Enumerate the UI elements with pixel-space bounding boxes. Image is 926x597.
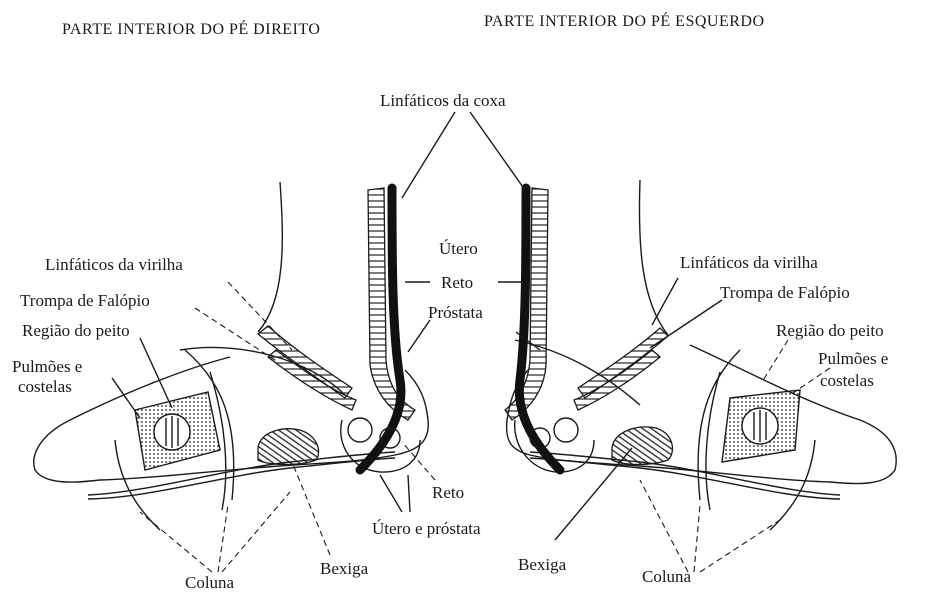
label-left-spine: Coluna — [642, 567, 692, 586]
leader-lines — [112, 112, 830, 572]
right-groin-band — [258, 326, 352, 398]
label-left-lungs-line1: Pulmões e — [818, 349, 888, 368]
label-rectum-bottom: Reto — [432, 483, 464, 502]
right-leg-outline-back — [258, 182, 282, 332]
label-left-groin-lymphatics: Linfáticos da virilha — [680, 253, 818, 272]
label-left-chest-region: Região do peito — [776, 321, 884, 340]
label-uterus: Útero — [439, 239, 478, 258]
label-right-lungs-line1: Pulmões e — [12, 357, 82, 376]
left-groin-band — [578, 328, 668, 398]
right-heel-small-circle — [348, 418, 372, 442]
label-right-lungs-line2: costelas — [18, 377, 72, 396]
label-thigh-lymphatics: Linfáticos da coxa — [380, 91, 506, 110]
left-heel-small-circle-2 — [554, 418, 578, 442]
label-right-chest-region: Região do peito — [22, 321, 130, 340]
label-right-groin-lymphatics: Linfáticos da virilha — [45, 255, 183, 274]
label-right-fallopian-tube: Trompa de Falópio — [20, 291, 150, 310]
left-bladder-reflex — [612, 427, 672, 465]
label-left-fallopian-tube: Trompa de Falópio — [720, 283, 850, 302]
left-spine-line-2 — [530, 458, 840, 499]
right-foot-drawing — [34, 182, 428, 530]
label-right-bladder: Bexiga — [320, 559, 369, 578]
label-uterus-prostate: Útero e próstata — [372, 519, 481, 538]
left-leg-outline-back — [639, 180, 668, 335]
left-tube-band — [574, 350, 660, 410]
label-left-lungs-line2: costelas — [820, 371, 874, 390]
right-spine-line — [88, 452, 395, 495]
right-bladder-reflex — [258, 429, 319, 465]
left-spine-line — [530, 452, 840, 495]
right-tube-band — [268, 350, 356, 410]
header-right-foot: PARTE INTERIOR DO PÉ DIREITO — [62, 19, 320, 38]
header-left-foot: PARTE INTERIOR DO PÉ ESQUERDO — [484, 11, 765, 30]
label-prostate: Próstata — [428, 303, 483, 322]
label-right-spine: Coluna — [185, 573, 235, 592]
label-left-bladder: Bexiga — [518, 555, 567, 574]
label-rectum: Reto — [441, 273, 473, 292]
left-arc-3 — [706, 372, 720, 510]
